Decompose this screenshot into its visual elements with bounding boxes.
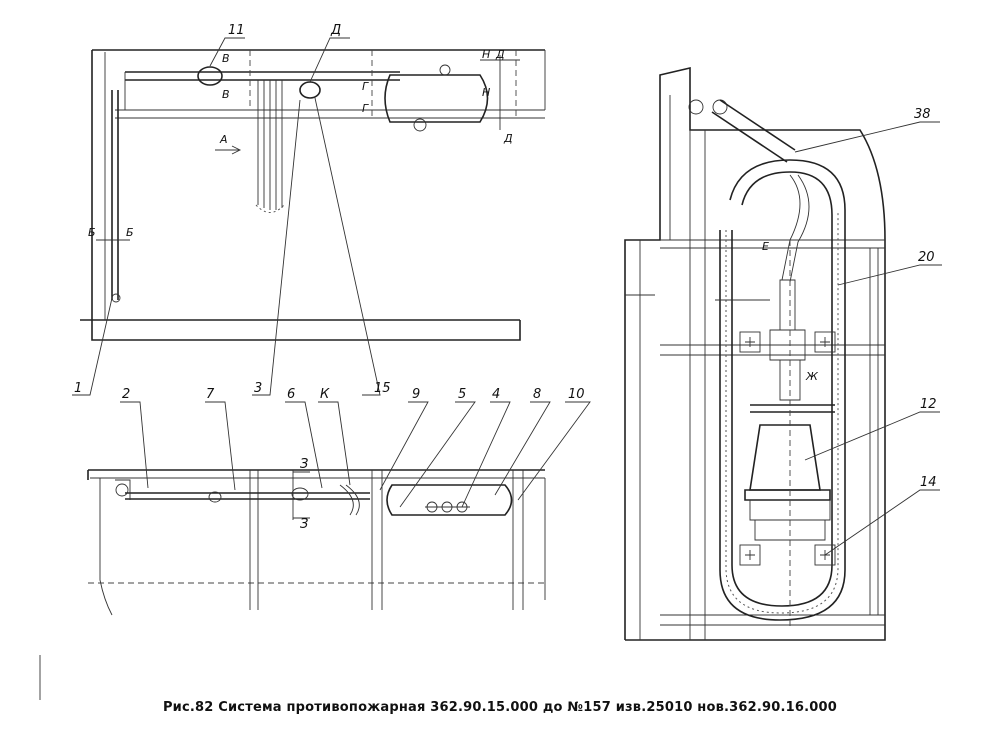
mark-b-left: Б (88, 226, 96, 239)
valve-15 (299, 81, 321, 99)
callout-15: 15 (374, 381, 391, 396)
callout-1: 1 (74, 381, 82, 396)
mark-b-right: Б (126, 226, 134, 239)
callout-6: 6 (287, 387, 295, 402)
mark-g-top: Г (362, 80, 369, 93)
callout-20: 20 (918, 250, 935, 265)
callout-5: 5 (458, 387, 466, 402)
mark-v-bottom: В (222, 88, 230, 101)
mark-a: А (219, 133, 228, 146)
mark-z-top: З (300, 457, 308, 472)
callout-14: 14 (920, 475, 937, 490)
callout-11: 11 (228, 23, 245, 38)
hose-bundle (255, 80, 285, 213)
callout-3: 3 (254, 381, 262, 396)
callout-10: 10 (568, 387, 585, 402)
mark-d-top: Д (495, 48, 505, 61)
mark-v-top: В (222, 52, 230, 65)
tank-plan (384, 55, 520, 132)
mark-g-bottom: Г (362, 102, 369, 115)
mark-z-bottom: З (300, 517, 308, 532)
callout-8: 8 (533, 387, 541, 402)
callout-k: К (320, 387, 330, 402)
mark-n-top: Н (482, 48, 490, 61)
callout-38: 38 (914, 107, 931, 122)
callout-9: 9 (412, 387, 420, 402)
callout-4: 4 (492, 387, 500, 402)
section-view (624, 66, 886, 641)
mark-n-bottom: Н (482, 86, 490, 99)
callout-7: 7 (206, 387, 215, 402)
plan-view (80, 49, 546, 341)
valve-11 (197, 66, 223, 86)
figure-caption: Рис.82 Система противопожарная 362.90.15… (162, 700, 838, 715)
callout-12: 12 (920, 397, 937, 412)
mark-e: Е (762, 240, 769, 253)
mark-d-bottom: Д (503, 132, 513, 145)
callout-2: 2 (122, 387, 130, 402)
callout-d: Д (330, 23, 341, 38)
mount-plates (739, 331, 836, 566)
side-view (87, 469, 546, 616)
mark-zh: Ж (805, 370, 819, 383)
